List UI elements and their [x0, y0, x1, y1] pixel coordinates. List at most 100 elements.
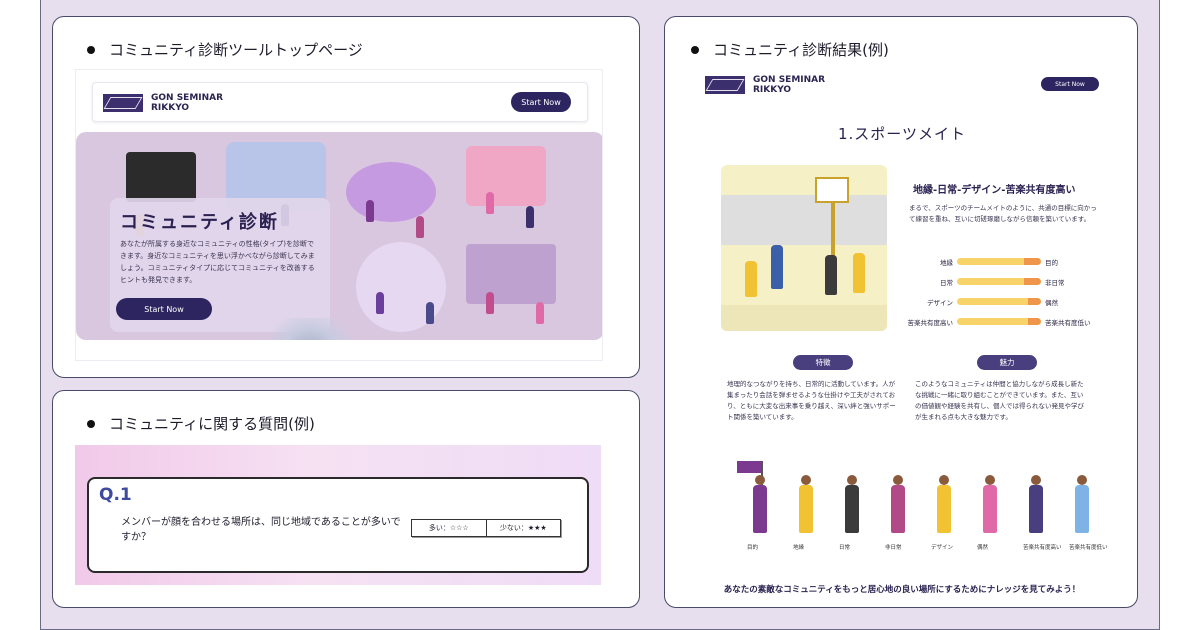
person-illustration: [1075, 485, 1089, 533]
flag-icon: [737, 461, 763, 473]
meter-bar: [957, 278, 1041, 285]
meter-bar: [957, 318, 1041, 325]
person-illustration: [526, 206, 534, 228]
person-head: [893, 475, 903, 485]
meter-fill: [1028, 298, 1041, 305]
question-panel: Q.1 メンバーが顔を合わせる場所は、同じ地域であることが多いですか？ 多い：☆…: [75, 445, 601, 585]
meter-right-label: 苦楽共有度低い: [1045, 319, 1091, 327]
crowd-label: 苦楽共有度高い: [1023, 545, 1062, 551]
bullet-icon: [87, 45, 95, 54]
person-illustration: [771, 245, 783, 289]
meter-bar: [957, 258, 1041, 265]
scene-building-illustration: [466, 244, 556, 304]
meter-left-label: 日常: [940, 279, 953, 287]
person-illustration: [416, 216, 424, 238]
answer-option-few[interactable]: 少ない：★★★: [485, 520, 561, 536]
question-card-title: コミュニティに関する質問(例): [87, 413, 315, 434]
person-illustration: [891, 485, 905, 533]
crowd-label: 偶然: [977, 545, 989, 551]
result-card-title: コミュニティ診断結果(例): [691, 39, 889, 60]
meter-left-label: 苦楽共有度高い: [907, 319, 954, 327]
question-number: Q.1: [99, 485, 132, 505]
person-illustration: [745, 261, 757, 297]
person-illustration: [1029, 485, 1043, 533]
footer-cta-text: あなたの素敵なコミュニティをもっと居心地の良い場所にするためにナレッジを見てみよ…: [723, 585, 1081, 595]
person-illustration: [825, 255, 837, 295]
person-illustration: [753, 485, 767, 533]
result-type-heading: 1.スポーツメイト: [837, 125, 966, 143]
person-illustration: [486, 292, 494, 314]
meter-right-label: 非日常: [1045, 279, 1065, 287]
person-head: [755, 475, 765, 485]
person-illustration: [983, 485, 997, 533]
person-illustration: [426, 302, 434, 324]
scene-office-illustration: [126, 152, 196, 202]
person-head: [1077, 475, 1087, 485]
site-logo[interactable]: GON SEMINAR RIKKYO: [103, 93, 223, 113]
meter-fill: [1024, 258, 1041, 265]
person-illustration: [845, 485, 859, 533]
person-illustration: [937, 485, 951, 533]
feature-text: 地理的なつながりを持ち、日常的に活動しています。人が集まったり会話を弾ませるよう…: [727, 380, 896, 421]
bullet-icon: [691, 45, 699, 54]
person-illustration: [376, 292, 384, 314]
meter-right-label: 偶然: [1045, 299, 1058, 307]
header-start-button[interactable]: Start Now: [511, 92, 571, 112]
site-logo[interactable]: GON SEMINAR RIKKYO: [705, 75, 825, 95]
top-page-card: コミュニティ診断ツールトップページ GON SEMINAR RIKKYO Sta…: [52, 16, 640, 378]
person-illustration: [799, 485, 813, 533]
person-illustration: [366, 200, 374, 222]
meter-fill: [1024, 278, 1041, 285]
hero-start-button[interactable]: Start Now: [116, 298, 212, 320]
top-page-card-title: コミュニティ診断ツールトップページ: [87, 39, 363, 60]
axis-meter-row: 苦楽共有度高い 苦楽共有度低い: [897, 315, 1107, 327]
person-head: [801, 475, 811, 485]
meter-bar: [957, 298, 1041, 305]
hero-text-box: コミュニティ診断 あなたが所属する身近なコミュニティの性格(タイプ)を診断できま…: [110, 198, 360, 340]
answer-options: 多い：☆☆☆ 少ない：★★★: [411, 519, 561, 537]
crowd-label: 非日常: [885, 545, 902, 551]
meter-left-label: 地縁: [940, 259, 953, 267]
result-card: コミュニティ診断結果(例) GON SEMINAR RIKKYO Start N…: [664, 16, 1138, 608]
charm-label: 魅力: [977, 355, 1037, 370]
hero-description: あなたが所属する身近なコミュニティの性格(タイプ)を診断できます。身近なコミュニ…: [120, 240, 315, 284]
question-text: メンバーが顔を合わせる場所は、同じ地域であることが多いですか？: [121, 517, 401, 543]
community-crowd-illustration: 目的 地縁 日常 非日常 デザイン 偶然 苦楽共有度高い 苦楽共有度低い: [725, 451, 1108, 571]
charm-text: このようなコミュニティは仲間と協力しながら成長し新たな挑戦に一緒に取り組むことが…: [915, 380, 1084, 421]
basketball-team-illustration: [721, 165, 887, 331]
feature-label: 特徴: [793, 355, 853, 370]
meter-fill: [1028, 318, 1041, 325]
axis-meter-row: デザイン 偶然: [897, 295, 1107, 307]
result-header: GON SEMINAR RIKKYO Start Now: [705, 75, 1105, 105]
hero-title: コミュニティ診断: [120, 212, 279, 233]
header-start-button[interactable]: Start Now: [1041, 77, 1099, 91]
person-head: [847, 475, 857, 485]
scene-market-illustration: [466, 146, 546, 206]
site-header: GON SEMINAR RIKKYO Start Now: [92, 82, 588, 122]
top-page-screenshot: GON SEMINAR RIKKYO Start Now: [75, 69, 603, 361]
person-head: [939, 475, 949, 485]
axis-meter-row: 日常 非日常: [897, 275, 1107, 287]
answer-option-many[interactable]: 多い：☆☆☆: [428, 524, 469, 532]
logo-mark-icon: [103, 94, 143, 112]
crowd-label: デザイン: [931, 545, 954, 551]
hero-banner: コミュニティ診断 あなたが所属する身近なコミュニティの性格(タイプ)を診断できま…: [76, 132, 602, 340]
scene-camp-illustration: [346, 162, 436, 222]
person-illustration: [853, 253, 865, 293]
hoop-icon: [815, 177, 849, 203]
blurred-area: [260, 318, 360, 340]
crowd-label: 苦楽共有度低い: [1069, 545, 1108, 551]
crowd-label: 日常: [839, 545, 851, 551]
person-head: [1031, 475, 1041, 485]
person-illustration: [486, 192, 494, 214]
logo-mark-icon: [705, 76, 745, 94]
type-description: まるで、スポーツのチームメイトのように、共通の目標に向かって練習を重ね、互いに切…: [909, 204, 1097, 223]
crowd-label: 目的: [747, 545, 759, 551]
meter-left-label: デザイン: [927, 299, 953, 307]
meter-right-label: 目的: [1045, 259, 1058, 267]
crowd-label: 地縁: [793, 545, 805, 551]
question-card: コミュニティに関する質問(例) Q.1 メンバーが顔を合わせる場所は、同じ地域で…: [52, 390, 640, 608]
person-illustration: [536, 302, 544, 324]
question-box: Q.1 メンバーが顔を合わせる場所は、同じ地域であることが多いですか？ 多い：☆…: [87, 477, 589, 573]
bullet-icon: [87, 419, 95, 428]
